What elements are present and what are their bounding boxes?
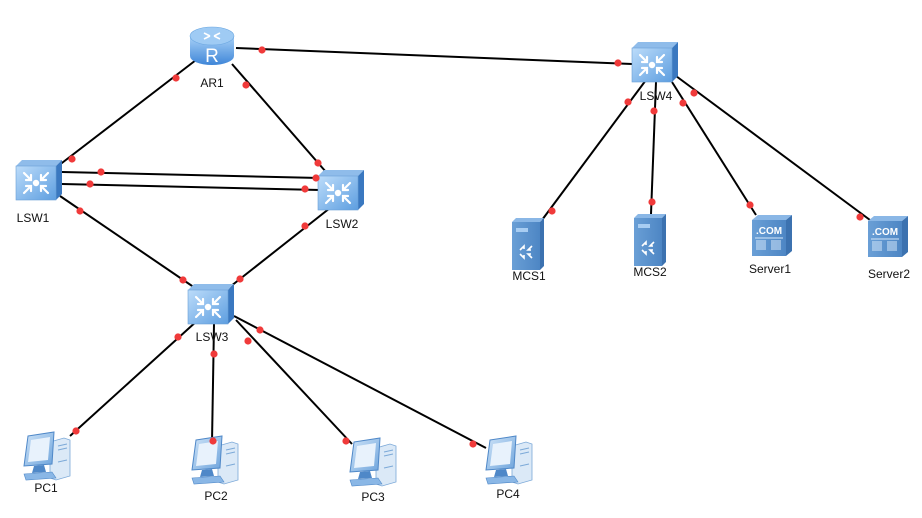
device-label-mcs1[interactable]: MCS1: [512, 269, 546, 283]
port-dots-layer: [68, 46, 864, 448]
port-dot-ar1: [258, 46, 266, 54]
port-dot-mcs1: [548, 207, 556, 215]
port-dot-server1: [746, 201, 754, 209]
port-dot-pc3: [342, 437, 350, 445]
device-pc4[interactable]: PC4: [485, 435, 533, 501]
device-mcs1[interactable]: MCS1: [511, 217, 546, 283]
device-label-pc3[interactable]: PC3: [361, 490, 385, 504]
device-pc2[interactable]: PC2: [191, 435, 239, 503]
device-pc1[interactable]: PC1: [23, 431, 71, 495]
port-dot-lsw4: [679, 99, 687, 107]
port-dot-lsw2: [301, 185, 309, 193]
link-lsw1-lsw2[interactable]: [61, 171, 321, 179]
device-label-ar1[interactable]: AR1: [200, 76, 224, 90]
switch-icon[interactable]: [630, 40, 680, 84]
device-label-lsw1[interactable]: LSW1: [17, 211, 50, 225]
device-lsw2[interactable]: LSW2: [316, 168, 366, 231]
port-dot-lsw4: [650, 107, 658, 115]
switch-icon[interactable]: [316, 168, 366, 212]
device-pc3[interactable]: PC3: [349, 437, 397, 504]
port-dot-lsw3: [244, 337, 252, 345]
device-label-server1[interactable]: Server1: [749, 262, 791, 276]
link-lsw4-server2[interactable]: [675, 75, 871, 221]
port-dot-lsw2: [312, 174, 320, 182]
device-label-pc1[interactable]: PC1: [34, 481, 58, 495]
device-lsw3[interactable]: LSW3: [186, 282, 236, 344]
web-server-icon[interactable]: [751, 214, 793, 257]
port-dot-lsw2: [314, 159, 322, 167]
device-lsw4[interactable]: LSW4: [630, 40, 680, 103]
device-server1[interactable]: Server1: [749, 214, 793, 276]
port-dot-lsw3: [179, 276, 187, 284]
mcs-server-icon[interactable]: [633, 213, 667, 267]
port-dot-lsw4: [690, 89, 698, 97]
port-dot-lsw1: [68, 155, 76, 163]
port-dot-lsw3: [236, 275, 244, 283]
link-lsw2-lsw3[interactable]: [225, 207, 331, 291]
router-icon[interactable]: [189, 26, 235, 68]
port-dot-lsw3: [174, 333, 182, 341]
pc-icon[interactable]: [23, 431, 71, 481]
device-ar1[interactable]: AR1: [189, 26, 235, 90]
link-lsw3-pc2[interactable]: [211, 323, 215, 443]
link-lsw1-lsw2[interactable]: [61, 183, 321, 191]
port-dot-ar1: [172, 74, 180, 82]
port-dot-pc1: [72, 427, 80, 435]
device-label-lsw4[interactable]: LSW4: [640, 89, 673, 103]
port-dot-lsw2: [301, 222, 309, 230]
link-lsw3-pc3[interactable]: [235, 319, 353, 445]
port-dot-server2: [856, 213, 864, 221]
port-dot-mcs2: [648, 198, 656, 206]
device-label-pc4[interactable]: PC4: [496, 487, 520, 501]
link-ar1-lsw2[interactable]: [231, 63, 327, 173]
pc-icon[interactable]: [485, 435, 533, 485]
port-dot-ar1: [242, 81, 250, 89]
link-ar1-lsw4[interactable]: [235, 47, 633, 65]
pc-icon[interactable]: [349, 437, 397, 487]
port-dot-lsw4: [624, 98, 632, 106]
device-server2[interactable]: Server2: [867, 215, 910, 281]
port-dot-lsw3: [256, 326, 264, 334]
web-server-icon[interactable]: [867, 215, 909, 258]
links-layer: [57, 47, 871, 449]
device-label-server2[interactable]: Server2: [868, 267, 910, 281]
link-lsw3-pc4[interactable]: [233, 315, 487, 449]
port-dot-lsw1: [86, 180, 94, 188]
device-label-pc2[interactable]: PC2: [204, 489, 228, 503]
port-dot-pc4: [469, 440, 477, 448]
port-dot-lsw4: [614, 59, 622, 67]
switch-icon[interactable]: [186, 282, 236, 326]
link-lsw4-mcs2[interactable]: [650, 81, 657, 215]
port-dot-lsw3: [210, 350, 218, 358]
mcs-server-icon[interactable]: [511, 217, 545, 271]
port-dot-lsw1: [76, 207, 84, 215]
port-dot-lsw1: [97, 168, 105, 176]
port-dot-pc2: [209, 437, 217, 445]
device-label-mcs2[interactable]: MCS2: [633, 265, 667, 279]
device-mcs2[interactable]: MCS2: [633, 213, 667, 279]
device-label-lsw2[interactable]: LSW2: [326, 217, 359, 231]
device-label-lsw3[interactable]: LSW3: [196, 330, 229, 344]
switch-icon[interactable]: [14, 158, 64, 202]
device-lsw1[interactable]: LSW1: [14, 158, 64, 225]
